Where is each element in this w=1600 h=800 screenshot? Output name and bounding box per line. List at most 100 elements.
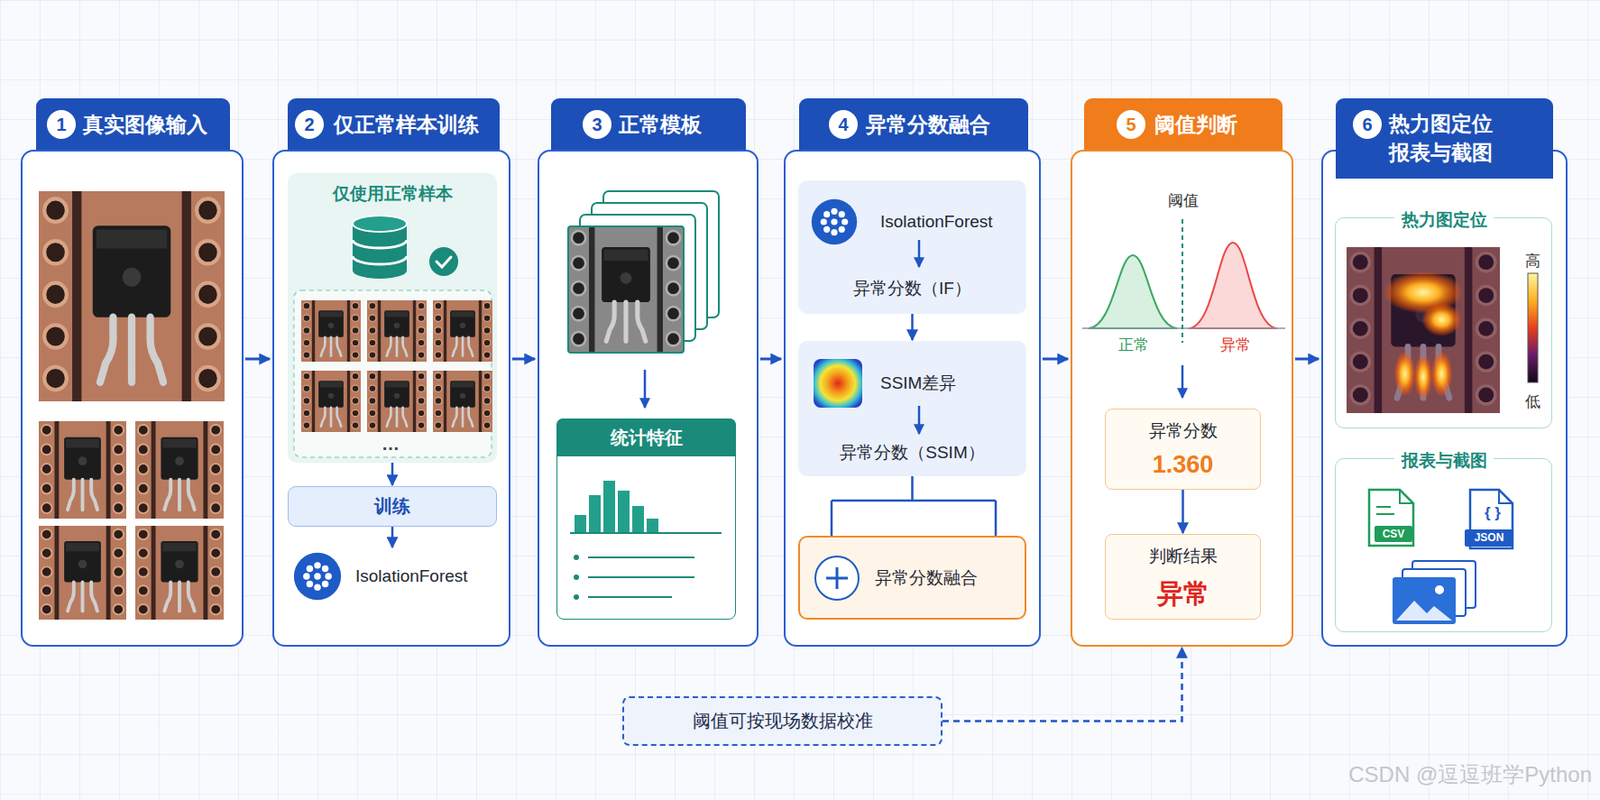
sub-title: 热力图定位 — [1394, 207, 1494, 233]
image-icon — [1392, 577, 1456, 625]
heatmap — [1346, 247, 1538, 414]
flow-arrow — [918, 405, 921, 434]
step-number: 5 — [1116, 110, 1146, 139]
sub-panel: 热力图定位 — [1334, 217, 1553, 429]
result-label: 判断结果 — [1104, 541, 1261, 572]
stage-title: 正常模板 — [618, 106, 750, 143]
distribution-chart — [1088, 255, 1178, 329]
stage-title: 仅正常样本训练 — [333, 106, 497, 143]
json-icon — [1498, 489, 1513, 504]
heatmap — [1527, 273, 1538, 383]
check-icon — [436, 257, 451, 267]
connector-arrow — [391, 462, 395, 486]
note-box: 阈值可按现场数据校准 — [622, 696, 943, 746]
model-label: IsolationForest — [355, 548, 491, 605]
plus-icon — [815, 556, 859, 600]
sample-grid — [301, 300, 361, 362]
input-photos — [38, 191, 225, 402]
json-icon — [1464, 529, 1514, 547]
stage-panel: 6热力图定位 报表与截图热力图定位报表与截图 — [1321, 149, 1568, 647]
histogram — [588, 557, 695, 598]
stage-panel: 1真实图像输入 — [20, 149, 244, 647]
input-photos — [135, 525, 224, 620]
model-icon — [294, 199, 857, 600]
stage-title: 异常分数融合 — [865, 106, 1027, 143]
input-photos — [38, 421, 127, 519]
box-title: 仅使用正常样本 — [287, 178, 497, 210]
score-value: 1.360 — [1104, 447, 1261, 484]
step-number: 6 — [1352, 110, 1382, 139]
histogram — [617, 490, 630, 534]
watermark: CSDN @逗逗班学Python — [1244, 759, 1592, 791]
stage-panel: 3正常模板统计特征 — [537, 149, 759, 647]
ssim-icon — [813, 358, 863, 408]
connector-arrow — [1042, 358, 1068, 361]
image-icon — [1392, 560, 1476, 625]
histogram — [573, 594, 580, 600]
flow-arrow — [644, 239, 1183, 434]
step-number: 3 — [582, 110, 612, 139]
histogram — [574, 514, 587, 534]
heatmap — [1346, 247, 1500, 414]
flow-arrow — [918, 239, 921, 267]
histogram — [574, 480, 659, 534]
step-number: 4 — [828, 110, 858, 139]
stage-panel: 5阈值判断异常分数1.360判断结果异常 — [1070, 149, 1294, 647]
stats-box: 统计特征 — [556, 418, 736, 620]
histogram — [573, 574, 580, 580]
check-icon — [429, 247, 459, 276]
input-photos — [135, 421, 224, 519]
image-icon — [1412, 560, 1476, 608]
histogram — [603, 480, 616, 534]
score-box: IsolationForest异常分数（IF） — [798, 180, 1027, 314]
score-card: 异常分数1.360 — [1104, 408, 1261, 490]
sample-grid — [367, 300, 427, 362]
stage-title: 真实图像输入 — [82, 106, 237, 143]
histogram — [646, 518, 659, 534]
fusion-box: 异常分数融合 — [798, 535, 1027, 620]
template-stack — [591, 202, 708, 330]
sample-grid — [432, 370, 493, 433]
distribution-chart — [1082, 219, 1286, 343]
csv-icon — [1369, 489, 1414, 546]
ssim-icon — [813, 358, 863, 408]
connector-arrow — [831, 476, 996, 536]
plus-icon — [826, 567, 848, 589]
histogram — [570, 532, 722, 534]
sample-grid — [294, 290, 493, 458]
check-icon — [429, 247, 459, 276]
stage-panel: 2仅正常样本训练仅使用正常样本训练IsolationForest — [272, 149, 511, 647]
model-icon — [294, 552, 341, 600]
step-number: 2 — [294, 110, 324, 139]
result-value: 异常 — [1104, 573, 1261, 614]
stage-panel: 4异常分数融合IsolationForest异常分数（IF）SSIM差异异常分数… — [783, 149, 1041, 647]
sub-title: 报表与截图 — [1394, 448, 1494, 474]
connector-arrow — [391, 526, 395, 548]
template-stack — [568, 226, 684, 353]
connector-arrow — [910, 313, 914, 341]
sample-grid — [294, 290, 492, 458]
json-icon — [1464, 489, 1514, 549]
score-label: 异常分数（SSIM） — [798, 436, 1027, 469]
database-icon — [352, 239, 407, 265]
plus-icon — [815, 556, 859, 600]
histogram — [632, 505, 644, 534]
step-number: 1 — [46, 110, 76, 139]
flow-arrow — [1181, 365, 1185, 398]
fusion-label: 异常分数融合 — [874, 535, 1023, 620]
histogram — [573, 554, 580, 600]
template-stack — [603, 191, 719, 318]
method-label: IsolationForest — [880, 203, 1023, 240]
distribution-chart — [1181, 219, 1184, 343]
model-node: IsolationForest — [288, 548, 493, 605]
csv-icon — [1376, 489, 1414, 515]
sample-box: 仅使用正常样本 — [287, 173, 497, 463]
flow-arrow — [643, 369, 647, 408]
template-stack — [568, 191, 719, 353]
input-photos — [38, 191, 225, 620]
score-box: SSIM差异异常分数（SSIM） — [798, 340, 1027, 477]
json-icon — [1470, 489, 1513, 549]
template-stack — [568, 226, 684, 353]
